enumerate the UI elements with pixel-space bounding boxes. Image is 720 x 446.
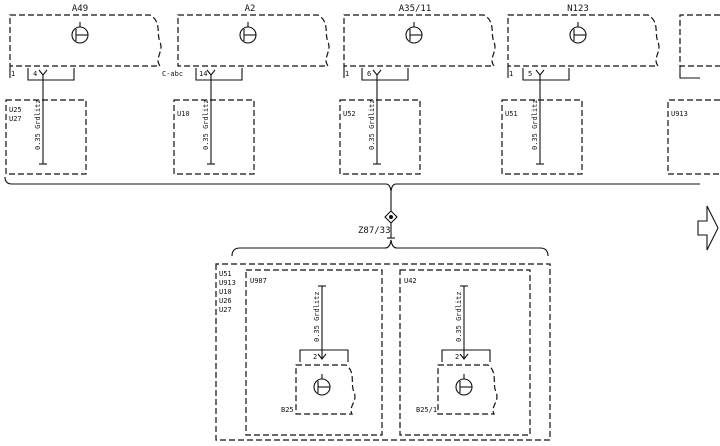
module-a35-11: A35/11 1 6 0.35 Grdlitz U52 — [339, 4, 496, 175]
pin-arrow-icon — [38, 69, 48, 76]
sub-unit-label: U42 — [404, 277, 417, 285]
module-box — [343, 14, 496, 67]
pin-number: 14 — [199, 70, 207, 78]
bottom-group: U51 U913 U10 U26 U27 U987 0.35 Grdlitz 2… — [215, 263, 551, 441]
sensor-symbol-icon — [405, 22, 423, 44]
sub-box — [245, 269, 383, 436]
wire-label: 0.35 Grdlitz — [455, 291, 463, 342]
module-a2: A2 C-abc 14 0.35 Grdlitz U10 — [162, 4, 330, 175]
bus-brace — [4, 176, 700, 192]
pin-number: 2 — [313, 353, 317, 361]
module-label: N123 — [567, 4, 589, 14]
junction-dot-icon — [389, 215, 393, 219]
pin-number: 6 — [367, 70, 371, 78]
unit-box — [5, 99, 87, 175]
unit-box — [339, 99, 421, 175]
sub-box-u42: U42 0.35 Grdlitz 2 B25/1 — [399, 269, 531, 436]
group-unit-label: U51 — [219, 270, 232, 278]
wire-label: 0.35 Grdlitz — [313, 291, 321, 342]
unit-box — [173, 99, 255, 175]
unit-label-2: U27 — [9, 115, 22, 123]
left-pin-label: 1 — [509, 70, 513, 78]
group-brace — [231, 239, 549, 257]
sensor-symbol-icon — [71, 22, 89, 44]
module-box — [679, 14, 720, 67]
module-box — [507, 14, 660, 67]
left-pin-label: 1 — [345, 70, 349, 78]
wire-label: 0.35 Grdlitz — [531, 99, 539, 150]
left-pin-label: 1 — [11, 70, 15, 78]
unit-label: U51 — [505, 110, 518, 118]
sub-unit-label: U987 — [250, 277, 267, 285]
left-pin-label: C-abc — [162, 70, 183, 78]
connector-bracket — [441, 349, 491, 362]
unit-label: U913 — [671, 110, 688, 118]
connector-bracket — [522, 68, 570, 81]
junction-label: Z87/33 — [358, 226, 391, 236]
pin-arrow-icon — [459, 353, 469, 360]
pin-arrow-icon — [372, 69, 382, 76]
sensor-box — [295, 364, 356, 415]
unit-box — [501, 99, 583, 175]
unit-label: U52 — [343, 110, 356, 118]
module-n123: N123 1 5 0.35 Grdlitz U51 — [501, 4, 660, 175]
module-box — [9, 14, 162, 67]
sensor-symbol-icon — [239, 22, 257, 44]
module-label: A2 — [245, 4, 256, 14]
module-box — [177, 14, 330, 67]
pin-number: 2 — [455, 353, 459, 361]
module-label: A49 — [72, 4, 88, 14]
connector-bracket — [679, 66, 700, 79]
pin-number: 5 — [528, 70, 532, 78]
module-label: A35/11 — [399, 4, 432, 14]
sub-box — [399, 269, 531, 436]
right-arrow-icon — [697, 205, 719, 251]
module-partial: U913 — [667, 14, 720, 175]
junction-z87-33: Z87/33 — [358, 191, 398, 239]
sensor-symbol-icon — [313, 374, 331, 396]
sensor-label: B25/1 — [416, 406, 437, 414]
wire-label: 0.35 Grdlitz — [34, 99, 42, 150]
group-unit-label: U27 — [219, 306, 232, 314]
group-box — [215, 263, 551, 441]
connector-bracket — [27, 68, 75, 81]
module-a49: A49 1 4 0.35 Grdlitz U25 U27 — [5, 4, 162, 175]
wire-label: 0.35 Grdlitz — [368, 99, 376, 150]
unit-label-1: U25 — [9, 106, 22, 114]
sensor-label: B25 — [281, 406, 294, 414]
pin-arrow-icon — [206, 69, 216, 76]
sensor-box — [437, 364, 498, 415]
group-unit-label: U913 — [219, 279, 236, 287]
wire-label: 0.35 Grdlitz — [202, 99, 210, 150]
unit-label: U10 — [177, 110, 190, 118]
pin-arrow-icon — [317, 353, 327, 360]
pin-arrow-icon — [535, 69, 545, 76]
connector-bracket — [299, 349, 349, 362]
connector-bracket — [361, 68, 409, 81]
group-unit-label: U10 — [219, 288, 232, 296]
sensor-symbol-icon — [569, 22, 587, 44]
sensor-symbol-icon — [455, 374, 473, 396]
sub-box-u987: U987 0.35 Grdlitz 2 B25 — [245, 269, 383, 436]
pin-number: 4 — [33, 70, 37, 78]
group-unit-label: U26 — [219, 297, 232, 305]
connector-bracket — [195, 68, 243, 81]
